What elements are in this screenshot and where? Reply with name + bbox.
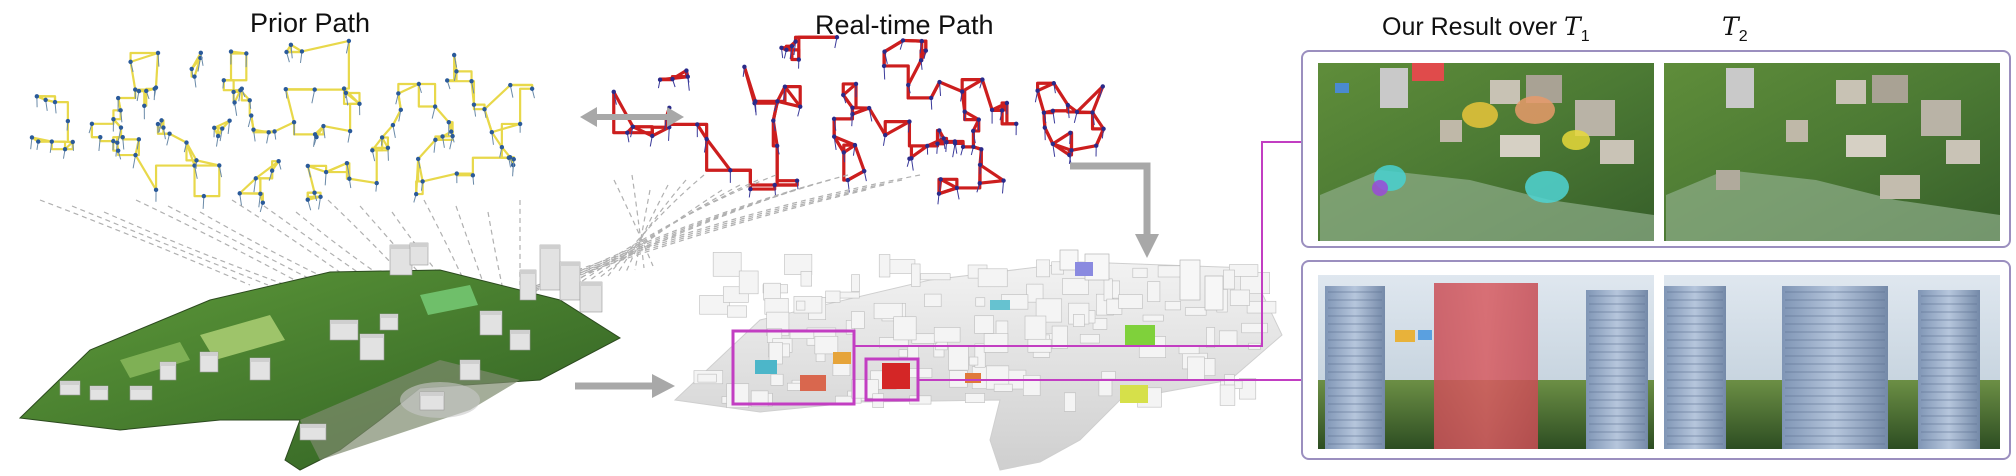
changed-region-orange [800,375,826,391]
t2-title: T2 [1722,12,1748,46]
detected-change-overlay [1434,283,1538,449]
campus-model-textured [18,242,621,471]
t2-subscript: 2 [1738,28,1748,45]
changed-region-amber [965,373,981,383]
bidirectional-arrow-icon [580,107,684,127]
changed-region-blue [1075,262,1093,276]
realtime-path-network [611,35,1106,205]
changed-region-yellow [833,352,851,364]
campus-buildings [59,242,603,441]
down-arrow-icon [1070,162,1159,258]
prior-path-title: Prior Path [250,8,371,38]
t1-subscript: 1 [1580,28,1590,45]
top-result-frame [1301,50,2011,248]
highlight-box-left [731,329,856,406]
realtime-path-title: Real-time Path [815,10,994,40]
changed-region-lime [1120,385,1148,403]
aerial-result-t1 [1318,63,1654,241]
right-arrow-icon [575,374,675,398]
tower-result-t2 [1664,275,2000,449]
city-model-untextured [673,141,1301,471]
connector-top [854,141,1301,347]
changed-region-red [882,363,910,389]
bottom-result-frame [1301,260,2011,460]
result-title-text: Our Result over [1382,13,1565,41]
tower-result-t1 [1318,275,1654,449]
changed-region-green [1125,325,1155,345]
t2-symbol: T [1722,12,1739,41]
aerial-result-t2 [1664,63,2000,241]
changed-region-teal [990,300,1010,310]
tower-window-grid [1328,291,1977,445]
changed-region-cyan [755,360,777,374]
t1-symbol: T [1564,12,1581,41]
result-title: Our Result over T1 [1382,12,1590,46]
prior-path-network [29,38,535,213]
